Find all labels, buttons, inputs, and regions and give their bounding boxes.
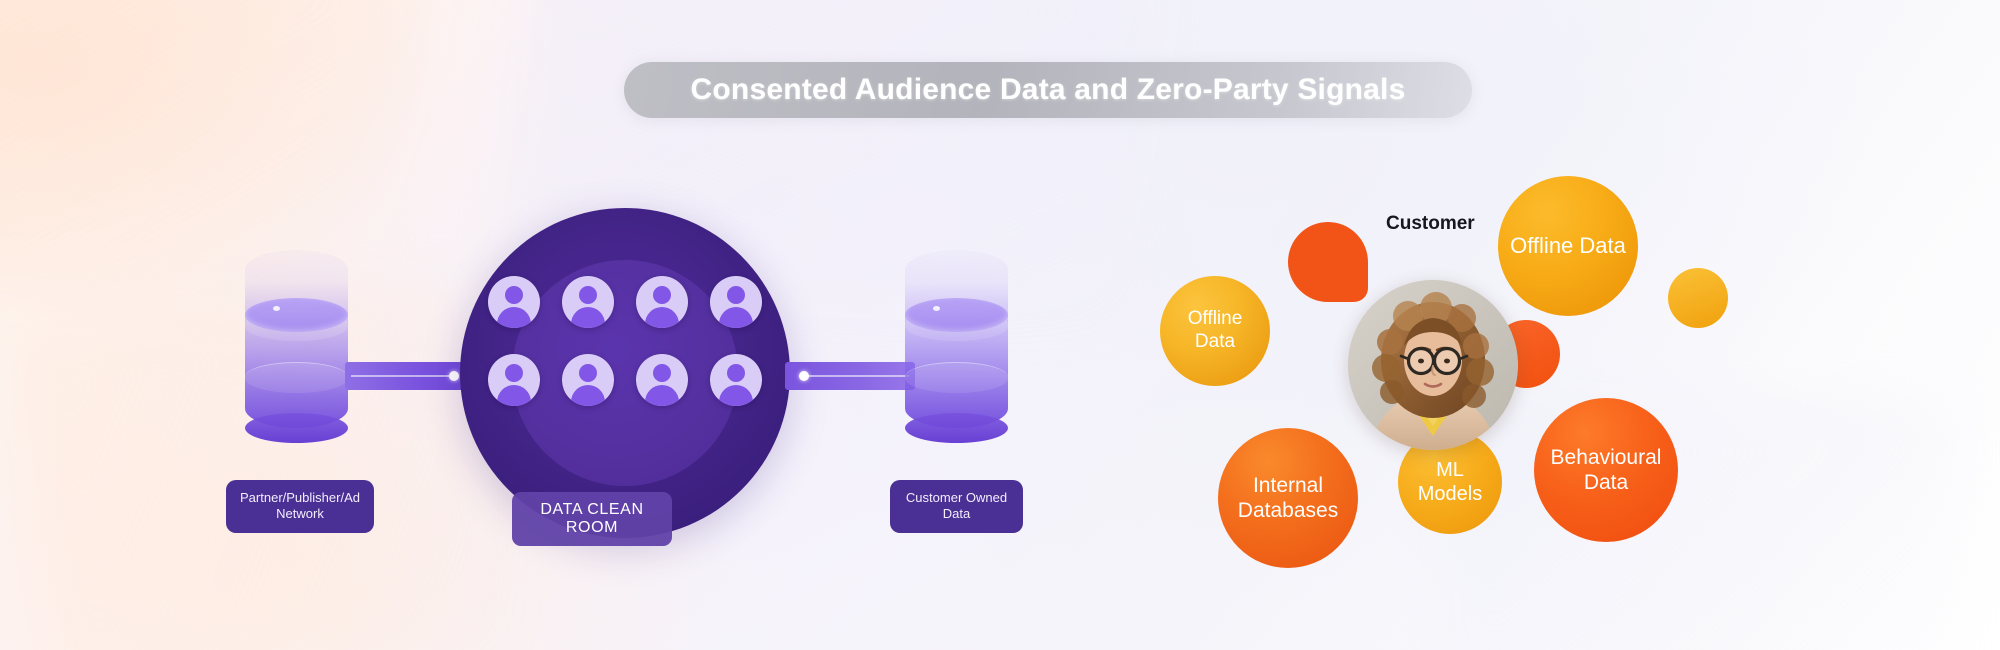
avatar-body (645, 307, 679, 328)
bubble-label: ML Models (1417, 459, 1483, 505)
cylinder-bottom-cap (245, 413, 348, 443)
avatar-head (579, 286, 597, 304)
accent-blob-yellow-far (1668, 268, 1728, 328)
avatar-head (653, 286, 671, 304)
user-avatar-icon (636, 354, 688, 406)
avatar-grid (485, 276, 765, 406)
avatar-body (571, 307, 605, 328)
title-banner: Consented Audience Data and Zero-Party S… (624, 62, 1472, 118)
user-avatar-icon (636, 276, 688, 328)
cylinder-top-cap (905, 298, 1008, 332)
bubble-label: Behavioural Data (1550, 445, 1662, 494)
user-avatar-icon (710, 276, 762, 328)
avatar-body (719, 307, 753, 328)
background-wash-4 (1440, 400, 1960, 650)
bubble-internal-databases: Internal Databases (1218, 428, 1358, 568)
cylinder-segment (245, 362, 348, 393)
source-database-cylinder (245, 232, 348, 447)
bubble-behavioural-data: Behavioural Data (1534, 398, 1678, 542)
data-clean-room-circle (460, 208, 790, 538)
connector-line (807, 375, 909, 377)
cylinder-segment (905, 362, 1008, 393)
clean-room-label: DATA CLEAN ROOM (512, 492, 672, 546)
user-avatar-icon (562, 276, 614, 328)
avatar-head (653, 364, 671, 382)
bubble-offline-data-left: Offline Data (1160, 276, 1270, 386)
avatar-body (497, 307, 531, 328)
avatar-body (645, 385, 679, 406)
page-title: Consented Audience Data and Zero-Party S… (690, 73, 1406, 106)
user-avatar-icon (710, 354, 762, 406)
connector-left (345, 362, 473, 390)
cylinder-bottom-cap (905, 413, 1008, 443)
connector-node-icon (799, 371, 809, 381)
avatar-body (719, 385, 753, 406)
avatar-body (571, 385, 605, 406)
bubble-label: Offline Data (1187, 308, 1243, 352)
user-avatar-icon (488, 276, 540, 328)
bubble-offline-data-right: Offline Data (1498, 176, 1638, 316)
customer-label: Customer (1386, 213, 1475, 234)
cylinder-highlight (933, 306, 940, 311)
destination-database-cylinder (905, 232, 1008, 447)
cylinder-highlight (273, 306, 280, 311)
bubble-label: Internal Databases (1237, 473, 1339, 522)
background-wash-1 (0, 0, 444, 387)
avatar-head (727, 286, 745, 304)
destination-label: Customer Owned Data (890, 480, 1023, 533)
source-label: Partner/Publisher/Ad Network (226, 480, 374, 533)
customer-portrait-icon (1348, 280, 1518, 450)
avatar-body (497, 385, 531, 406)
connector-right (785, 362, 915, 390)
connector-line (351, 375, 451, 377)
cylinder-top-cap (245, 298, 348, 332)
user-avatar-icon (488, 354, 540, 406)
clean-room-inner-circle (512, 260, 738, 486)
bubble-label: Offline Data (1510, 232, 1626, 258)
avatar-head (727, 364, 745, 382)
avatar-head (579, 364, 597, 382)
avatar-head (505, 364, 523, 382)
avatar-head (505, 286, 523, 304)
user-avatar-icon (562, 354, 614, 406)
accent-blob-orange-top (1288, 222, 1368, 302)
connector-node-icon (449, 371, 459, 381)
